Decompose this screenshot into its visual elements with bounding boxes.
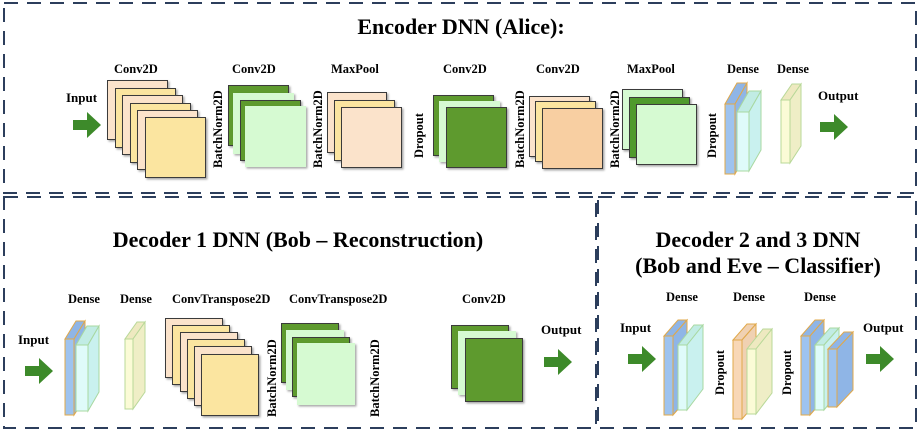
input-arrow-icon (628, 346, 656, 372)
layer-label-dense-2: Dense (733, 290, 765, 304)
layer-label-maxpool-2: MaxPool (627, 62, 675, 76)
output-arrow-icon (866, 346, 894, 372)
decoder23-input-label: Input (620, 320, 652, 335)
decoder23-output-label: Output (863, 320, 904, 335)
op-label-batchnorm-1: BatchNorm2D (265, 339, 279, 417)
layer-slab-dense-2 (124, 320, 146, 411)
op-label-dropout-2: Dropout (705, 113, 719, 158)
encoder-input-label: Input (66, 90, 98, 105)
layer-slab-dense-1 (64, 319, 100, 417)
layer-label-convtranspose2d-1: ConvTranspose2D (172, 292, 271, 306)
layer-label-dense-2: Dense (777, 62, 809, 76)
layer-slab-dense-2 (780, 82, 802, 165)
op-label-batchnorm-2: BatchNorm2D (311, 90, 325, 168)
op-label-batchnorm-4: BatchNorm2D (608, 90, 622, 168)
decoder1-title: Decoder 1 DNN (Bob – Reconstruction) (112, 227, 484, 252)
layer-label-maxpool-1: MaxPool (331, 62, 379, 76)
op-label-dropout-1: Dropout (713, 350, 727, 395)
op-label-batchnorm-2: BatchNorm2D (368, 339, 382, 417)
layer-label-dense-1: Dense (666, 290, 698, 304)
decoder23-title-line2: (Bob and Eve – Classifier) (635, 253, 881, 278)
decoder23-panel: Decoder 2 and 3 DNN (Bob and Eve – Class… (598, 197, 922, 432)
layer-label-dense-3: Dense (804, 290, 836, 304)
op-label-batchnorm-3: BatchNorm2D (513, 90, 527, 168)
decoder1-output-label: Output (541, 322, 582, 337)
layer-label-conv2d-3: Conv2D (443, 62, 487, 76)
op-label-batchnorm-1: BatchNorm2D (211, 90, 225, 168)
decoder1-panel-border (3, 196, 597, 429)
layer-label-conv2d-4: Conv2D (536, 62, 580, 76)
decoder23-title-line1: Decoder 2 and 3 DNN (655, 227, 861, 252)
layer-label-conv2d-2: Conv2D (232, 62, 276, 76)
op-label-dropout-1: Dropout (412, 113, 426, 158)
decoder1-input-label: Input (18, 332, 50, 347)
op-label-dropout-2: Dropout (780, 350, 794, 395)
encoder-title: Encoder DNN (Alice): (357, 14, 565, 39)
output-arrow-icon (820, 114, 848, 140)
input-arrow-icon (73, 112, 101, 138)
layer-slab-dense-2 (731, 322, 774, 421)
decoder1-panel: Decoder 1 DNN (Bob – Reconstruction) Inp… (0, 197, 596, 432)
encoder-panel: Encoder DNN (Alice): Input Conv2D BatchN… (0, 0, 922, 195)
layer-label-conv2d-1: Conv2D (114, 62, 158, 76)
input-arrow-icon (25, 358, 53, 384)
layer-label-convtranspose2d-2: ConvTranspose2D (289, 292, 388, 306)
layer-label-dense-1: Dense (68, 292, 100, 306)
layer-slab-dense-1 (724, 81, 762, 176)
layer-slab-dense-1 (662, 318, 705, 417)
layer-slab-dense-3 (799, 318, 855, 417)
layer-label-dense-1: Dense (727, 62, 759, 76)
layer-label-dense-2: Dense (120, 292, 152, 306)
output-arrow-icon (544, 349, 572, 375)
layer-label-conv2d: Conv2D (462, 292, 506, 306)
encoder-output-label: Output (818, 88, 859, 103)
